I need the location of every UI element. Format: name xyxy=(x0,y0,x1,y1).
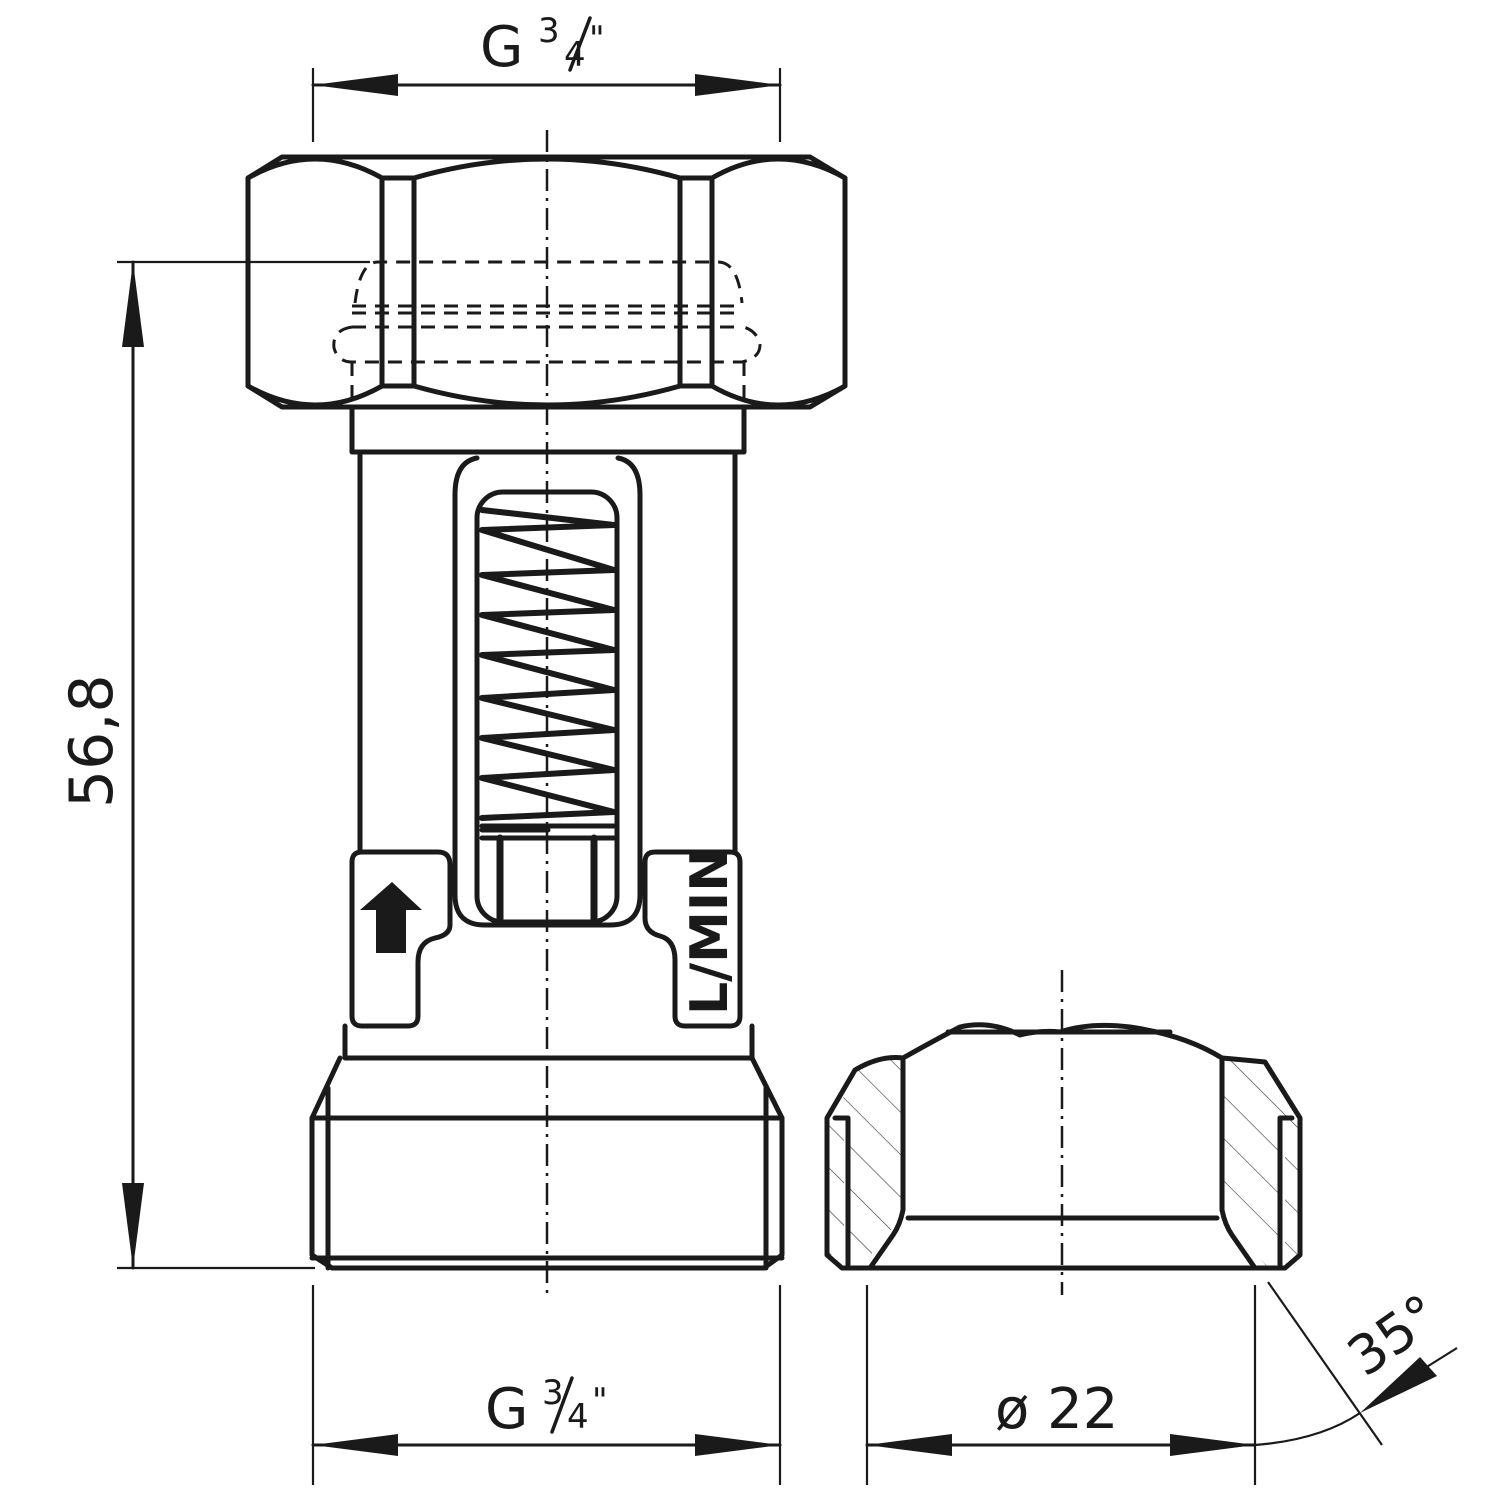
top-thread-dimension: G 3 4 " xyxy=(311,11,782,142)
bottom-thread-inch: " xyxy=(592,1381,608,1421)
hex-nut xyxy=(245,154,848,410)
height-label: 56,8 xyxy=(57,674,127,808)
flow-arrow-tab xyxy=(349,849,453,1029)
bottom-thread-prefix: G xyxy=(485,1377,528,1442)
bottom-thread-denominator: 4 xyxy=(567,1397,589,1437)
height-dimension: 56,8 xyxy=(57,260,370,1270)
pipe-fitting-section xyxy=(824,970,1303,1295)
angle-dimension: 35° xyxy=(1254,1281,1458,1447)
diameter-label: ø 22 xyxy=(995,1377,1118,1442)
top-thread-denominator: 4 xyxy=(564,35,586,75)
bottom-thread-dimension: G 3 4 " xyxy=(311,1285,782,1485)
top-thread-numerator: 3 xyxy=(538,11,560,51)
spring xyxy=(479,507,617,821)
diameter-dimension: ø 22 xyxy=(865,1285,1257,1485)
flow-direction-arrow-icon xyxy=(360,882,422,953)
bottom-thread-numerator: 3 xyxy=(542,1373,564,1413)
flow-unit-label: L/MIN xyxy=(680,848,740,1015)
flow-unit-tab: L/MIN xyxy=(642,848,743,1029)
threaded-end xyxy=(309,1023,785,1271)
top-thread-inch: " xyxy=(589,19,605,59)
top-thread-prefix: G xyxy=(480,15,523,80)
valve-body xyxy=(349,404,747,928)
